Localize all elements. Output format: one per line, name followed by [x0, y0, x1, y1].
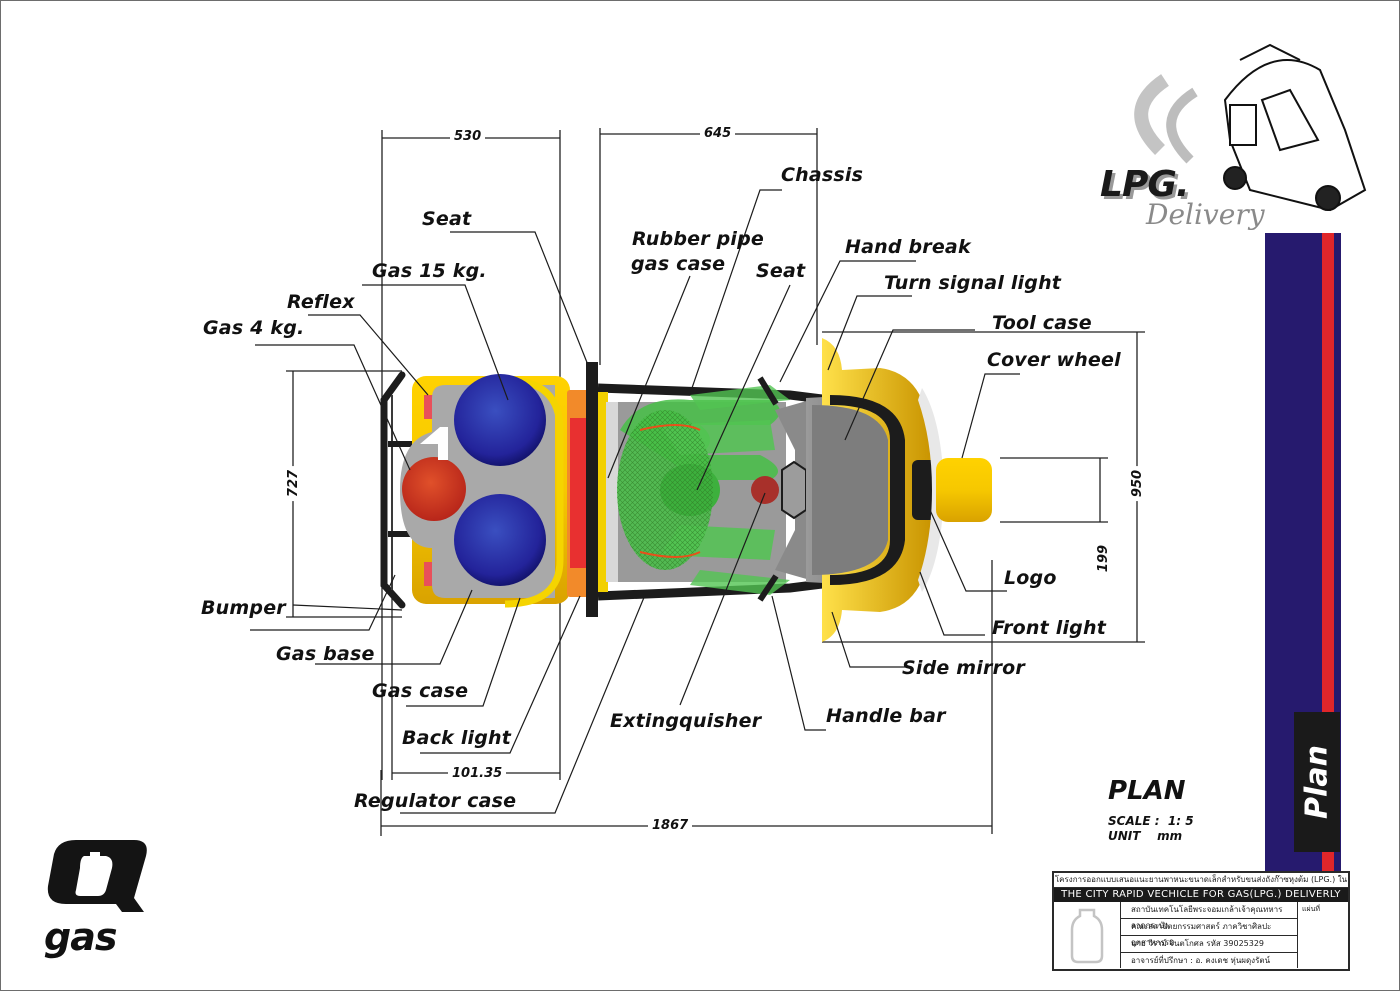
label-reflex: Reflex — [287, 291, 355, 313]
sheet-number-label: แผ่นที่ — [1302, 905, 1321, 913]
vehicle — [380, 338, 992, 642]
label-cover-wheel: Cover wheel — [987, 349, 1121, 371]
gas-brand-logo-text: gas — [44, 915, 117, 959]
dim-199: 199 — [1096, 540, 1112, 577]
advisor-name: อาจารย์ที่ปรึกษา : อ. คงเดช หุ่นผดุงรัตน… — [1131, 956, 1271, 965]
label-gas-case: Gas case — [372, 680, 469, 702]
dim-727: 727 — [286, 465, 302, 502]
title-block: โครงการออกแบบเสนอแนะยานพาหนะขนาดเล็กสำหร… — [1052, 871, 1350, 971]
plan-tab-label: Plan — [1299, 745, 1335, 819]
gas-15kg-cylinder-top — [454, 374, 546, 466]
project-title-thai: โครงการออกแบบเสนอแนะยานพาหนะขนาดเล็กสำหร… — [1054, 873, 1348, 898]
dim-1867: 1867 — [648, 818, 693, 833]
label-handle-bar: Handle bar — [826, 705, 946, 727]
label-side-mirror: Side mirror — [902, 657, 1025, 679]
institute-name: สถาบันเทคโนโลยีพระจอมเกล้าเจ้าคุณทหารลาด… — [1121, 902, 1297, 930]
gas-4kg-cylinder — [402, 457, 466, 521]
label-regulator-case: Regulator case — [354, 790, 517, 812]
label-back-light: Back light — [402, 727, 512, 749]
plan-tab: Plan — [1294, 712, 1340, 852]
label-gas-4kg: Gas 4 kg. — [203, 317, 305, 339]
dim-645: 645 — [700, 126, 736, 141]
scale-label: SCALE : — [1108, 814, 1160, 828]
lpg-delivery-emblem — [1134, 43, 1367, 212]
label-rubber-pipe-line1: Rubber pipe — [632, 228, 764, 250]
view-title: PLAN — [1108, 776, 1186, 806]
student-name: นาย วีราม์ จินตโกศล รหัส 39025329 — [1121, 936, 1297, 953]
project-title-english: THE CITY RAPID VECHICLE FOR GAS(LPG.) DE… — [1054, 888, 1348, 902]
label-rubber-pipe-line2: gas case — [631, 253, 726, 275]
label-seat-rear: Seat — [422, 208, 472, 230]
side-band-red-stripe — [1322, 233, 1334, 871]
label-gas-15kg: Gas 15 kg. — [372, 260, 487, 282]
label-front-light: Front light — [992, 617, 1106, 639]
unit-label: UNIT — [1108, 829, 1141, 843]
label-turn-signal-light: Turn signal light — [884, 272, 1062, 294]
gas-brand-logo-icon — [47, 840, 147, 912]
label-hand-break: Hand break — [845, 236, 971, 258]
rider-figure — [617, 385, 790, 595]
lpg-logo-text: LPG. — [1100, 164, 1190, 205]
dim-101-35: 101.35 — [448, 766, 507, 781]
dim-950: 950 — [1130, 465, 1146, 502]
scale-value: 1: 5 — [1167, 814, 1194, 828]
label-bumper: Bumper — [201, 597, 286, 619]
label-tool-case: Tool case — [992, 312, 1092, 334]
gas-15kg-cylinder-bottom — [454, 494, 546, 586]
label-extinguisher: Extingquisher — [610, 710, 762, 732]
delivery-logo-text: Delivery — [1146, 198, 1265, 231]
label-logo: Logo — [1004, 567, 1057, 589]
label-seat-front: Seat — [756, 260, 806, 282]
faculty-name: คณะสถาปัตยกรรมศาสตร์ ภาควิชาศิลปะอุตสาหก… — [1121, 919, 1297, 947]
dim-530: 530 — [450, 129, 486, 144]
unit-value: mm — [1157, 829, 1183, 843]
leader-lines — [250, 189, 1020, 814]
scale-info: SCALE : 1: 5 UNIT mm — [1108, 814, 1194, 844]
label-chassis: Chassis — [781, 164, 864, 186]
gas-cylinder-icon — [1054, 902, 1121, 968]
side-band — [1265, 233, 1341, 871]
label-gas-base: Gas base — [276, 643, 375, 665]
